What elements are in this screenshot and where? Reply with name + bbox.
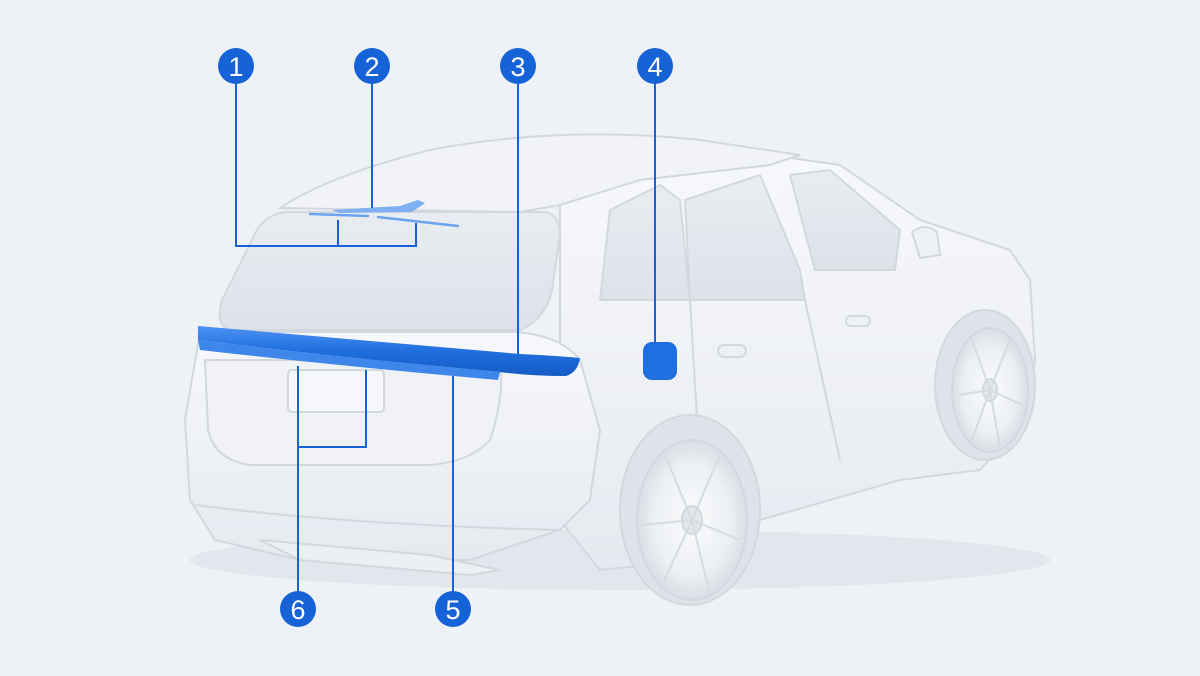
callout-5: 5 [435, 591, 471, 627]
side-window-middle [683, 173, 807, 301]
car-roof [276, 133, 801, 214]
license-plate [287, 369, 385, 413]
callout-2-label: 2 [364, 52, 379, 82]
tail-light-bar [198, 326, 580, 376]
rear-window [218, 211, 562, 331]
rear-diffuser [259, 539, 501, 577]
rear-wiper [332, 200, 425, 213]
callout-3: 3 [500, 48, 536, 84]
callout-1-label: 1 [228, 52, 243, 82]
callout-4: 4 [637, 48, 673, 84]
callout-2: 2 [354, 48, 390, 84]
side-window-rear [598, 183, 692, 301]
callout-4-label: 4 [647, 52, 662, 82]
callout-6: 6 [280, 591, 316, 627]
callout-3-label: 3 [510, 52, 525, 82]
leader-line-1 [235, 80, 417, 247]
door-seam-front [804, 299, 841, 461]
callout-6-label: 6 [290, 595, 305, 625]
rear-bumper [194, 504, 561, 531]
side-window-front [788, 168, 902, 271]
leader-lines [235, 80, 656, 594]
door-handle-rear [717, 344, 747, 358]
leader-line-6-branch [298, 370, 367, 448]
callout-1: 1 [218, 48, 254, 84]
door-handle-front [845, 315, 871, 327]
charge-port-cover [643, 342, 677, 380]
tail-light-lower-strip [198, 340, 500, 380]
wheel-spokes [641, 339, 1023, 596]
callout-5-label: 5 [445, 595, 460, 625]
side-mirror [910, 226, 942, 260]
high-mount-brake-light [308, 212, 460, 228]
car-illustration [183, 133, 1037, 606]
